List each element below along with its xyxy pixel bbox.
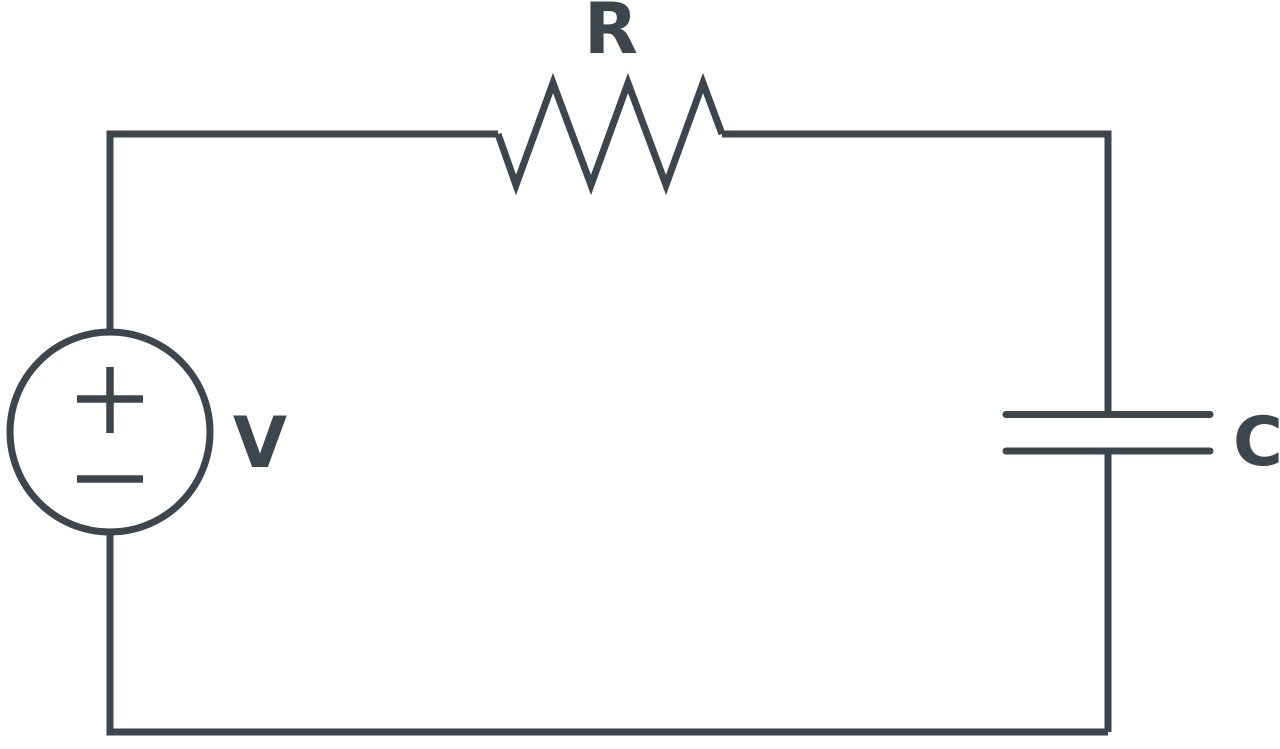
capacitor-label: C (1233, 403, 1280, 482)
resistor-label: R (584, 0, 638, 70)
wire-top-right (722, 130, 1112, 414)
voltage-source-label: V (233, 402, 287, 484)
wire-top-left (106, 130, 498, 332)
voltage-source-symbol (6, 328, 214, 536)
capacitor-symbol (1002, 411, 1214, 455)
voltage-source-circle (6, 328, 214, 536)
plus-sign-icon (77, 367, 143, 433)
wire-bottom (106, 532, 1108, 736)
resistor-symbol (494, 72, 726, 196)
